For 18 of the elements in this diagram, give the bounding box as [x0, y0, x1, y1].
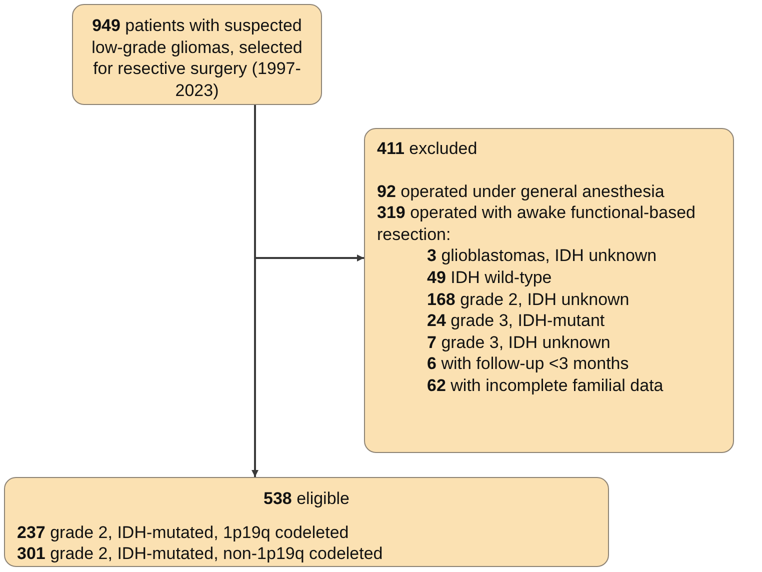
- box-text: 92 operated under general anesthesia: [377, 180, 666, 202]
- box-text: 168 grade 2, IDH unknown: [427, 288, 630, 310]
- box-text: 62 with incomplete familial data: [427, 374, 664, 397]
- flow-box: [4, 477, 609, 567]
- box-text: 949 patients with suspected low-grade gliomas, selected for resective surgery (1997-2023): [90, 15, 304, 102]
- arrow: [254, 105, 364, 262]
- box-text: 319 operated with awake functional-based resection:: [377, 202, 697, 246]
- box-text: 237 grade 2, IDH-mutated, 1p19q codeleted: [17, 522, 350, 544]
- box-text: 6 with follow-up <3 months: [427, 353, 630, 375]
- box-text: 49 IDH wild-type: [427, 266, 553, 289]
- box-text: 7 grade 3, IDH unknown: [427, 332, 612, 354]
- box-text: 538 eligible: [262, 488, 351, 510]
- flow-box: [72, 4, 322, 105]
- box-text: 301 grade 2, IDH-mutated, non-1p19q codeleted: [17, 543, 384, 565]
- box-text: 24 grade 3, IDH-mutant: [427, 310, 606, 332]
- box-text: 3 glioblastomas, IDH unknown: [427, 245, 658, 267]
- box-text: 411 excluded: [377, 138, 478, 160]
- flow-box: [364, 128, 734, 453]
